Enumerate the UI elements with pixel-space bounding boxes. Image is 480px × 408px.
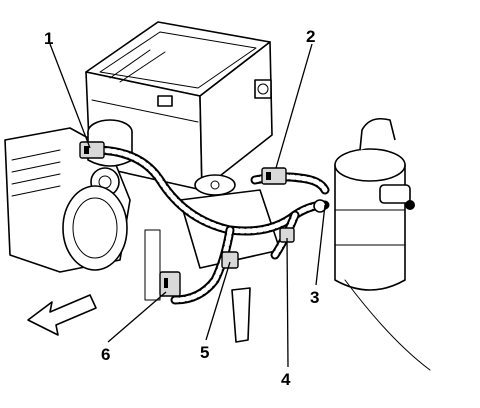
callout-6: 6	[101, 345, 110, 364]
evap-canister	[334, 117, 431, 371]
harness-clip-center	[221, 251, 239, 269]
callout-3: 3	[310, 288, 319, 307]
connector-upper-right	[261, 167, 287, 185]
leader-4	[286, 237, 289, 368]
callout-4: 4	[281, 370, 291, 389]
leader-6	[107, 291, 167, 343]
callout-1: 1	[44, 29, 53, 48]
callout-2: 2	[306, 27, 315, 46]
leader-1	[49, 43, 91, 149]
leader-2	[275, 43, 313, 169]
front-of-vehicle-arrow	[27, 294, 97, 336]
harness-clip-right	[313, 199, 327, 213]
leader-5	[205, 261, 231, 341]
battery	[85, 21, 273, 191]
connector-lower-left	[159, 271, 181, 297]
callout-5: 5	[200, 343, 209, 362]
air-cleaner	[62, 185, 128, 271]
dipstick-tube	[231, 287, 251, 343]
leader-3	[315, 204, 326, 286]
connector-upper-left	[79, 141, 105, 159]
